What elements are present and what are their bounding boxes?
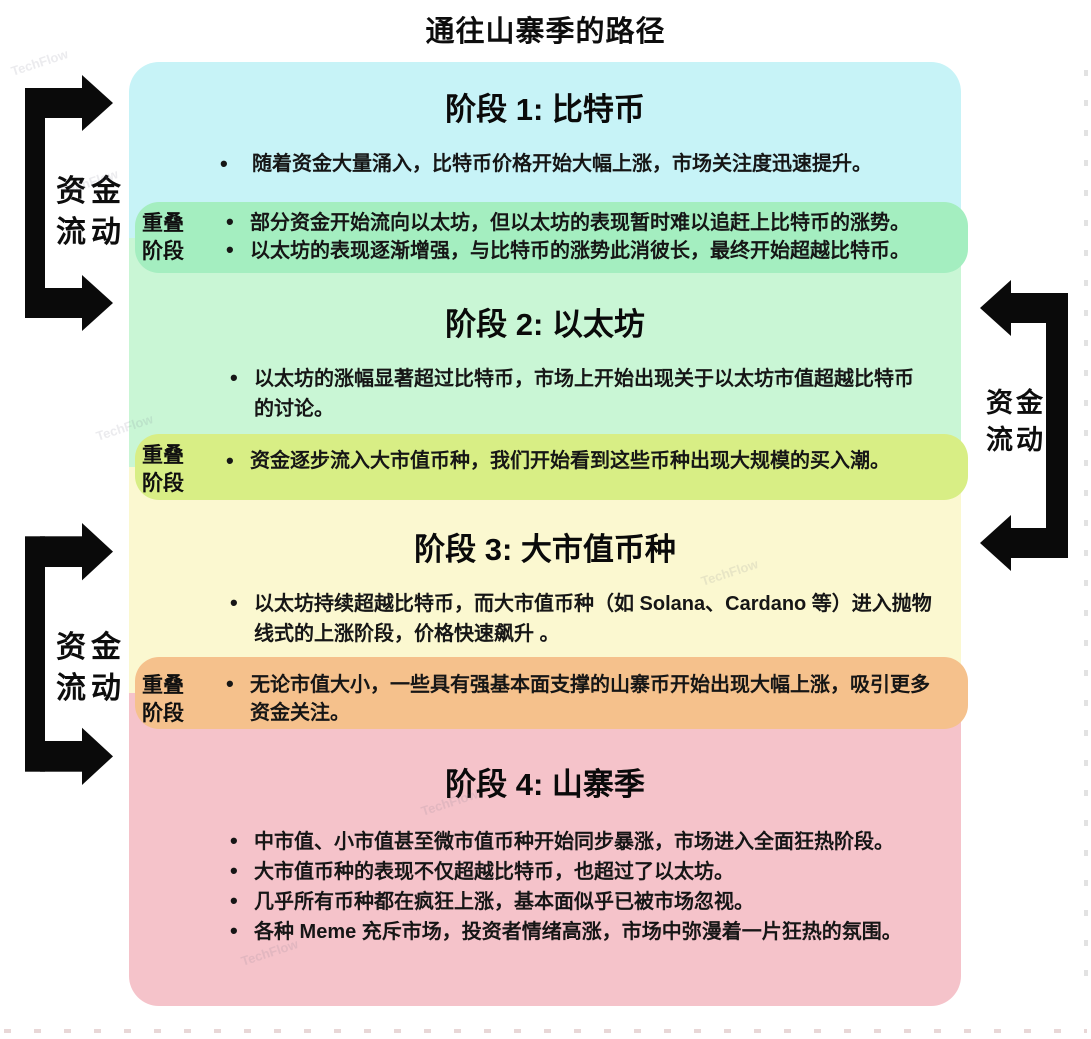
bullet-text: 几乎所有币种都在疯狂上涨，基本面似乎已被市场忽视。 <box>254 891 754 913</box>
stage-3-band <box>129 467 961 693</box>
overlap-label-line: 阶段 <box>142 702 184 725</box>
capital-flow-arrow-left-1 <box>25 75 113 331</box>
bullet-item: 以太坊持续超越比特币，而大市值币种（如 Solana、Cardano 等）进入抛… <box>228 588 932 649</box>
overlap-1-bullets: 部分资金开始流向以太坊，但以太坊的表现暂时难以追赶上比特币的涨势。 以太坊的表现… <box>224 208 948 265</box>
bullet-text: 中市值、小市值甚至微市值币种开始同步暴涨，市场进入全面狂热阶段。 <box>254 831 894 853</box>
overlap-label-line: 重叠 <box>142 212 184 235</box>
bottom-edge-ticks <box>4 1029 1087 1033</box>
flow-label-line: 资金 <box>56 631 126 664</box>
capital-flow-label-right: 资金 流动 <box>978 385 1054 459</box>
bullet-text: 以太坊的涨幅显著超过比特币，市场上开始出现关于以太坊市值超越比特币的讨论。 <box>254 368 914 420</box>
bullet-item: 以太坊的涨幅显著超过比特币，市场上开始出现关于以太坊市值超越比特币的讨论。 <box>228 363 932 424</box>
overlap-label-line: 阶段 <box>142 240 184 263</box>
flow-label-line: 资金 <box>986 388 1046 418</box>
overlap-label-line: 重叠 <box>142 674 184 697</box>
stage-2-band <box>129 238 961 467</box>
flow-label-line: 资金 <box>56 175 126 208</box>
bullet-item: 随着资金大量涌入，比特币价格开始大幅上涨，市场关注度迅速提升。 <box>218 149 872 179</box>
bullet-item: 大市值币种的表现不仅超越比特币，也超过了以太坊。 <box>228 856 942 887</box>
capital-flow-label-left-1: 资金 流动 <box>48 171 134 253</box>
bullet-text: 资金逐步流入大市值币种，我们开始看到这些币种出现大规模的买入潮。 <box>250 450 890 472</box>
bullet-item: 各种 Meme 充斥市场，投资者情绪高涨，市场中弥漫着一片狂热的氛围。 <box>228 916 942 947</box>
bullet-item: 以太坊的表现逐渐增强，与比特币的涨势此消彼长，最终开始超越比特币。 <box>224 236 948 265</box>
capital-flow-label-left-2: 资金 流动 <box>48 627 134 709</box>
bullet-text: 大市值币种的表现不仅超越比特币，也超过了以太坊。 <box>254 861 734 883</box>
overlap-2-bullets: 资金逐步流入大市值币种，我们开始看到这些币种出现大规模的买入潮。 <box>224 446 948 476</box>
flow-label-line: 流动 <box>986 425 1046 455</box>
stage-4-bullets: 中市值、小市值甚至微市值币种开始同步暴涨，市场进入全面狂热阶段。 大市值币种的表… <box>228 826 942 947</box>
stage-1-title: 阶段 1: 比特币 <box>445 92 645 127</box>
capital-flow-arrow-right <box>980 280 1068 571</box>
bullet-text: 无论市值大小，一些具有强基本面支撑的山寨币开始出现大幅上涨，吸引更多资金关注。 <box>250 674 930 724</box>
bullet-item: 资金逐步流入大市值币种，我们开始看到这些币种出现大规模的买入潮。 <box>224 446 948 476</box>
flow-label-line: 流动 <box>56 672 126 705</box>
stages-container <box>129 62 961 1006</box>
bullet-item: 无论市值大小，一些具有强基本面支撑的山寨币开始出现大幅上涨，吸引更多资金关注。 <box>224 670 930 727</box>
stage-3-bullets: 以太坊持续超越比特币，而大市值币种（如 Solana、Cardano 等）进入抛… <box>228 588 932 649</box>
bullet-item: 部分资金开始流向以太坊，但以太坊的表现暂时难以追赶上比特币的涨势。 <box>224 208 948 237</box>
overlap-label-line: 重叠 <box>142 444 184 467</box>
bullet-text: 各种 Meme 充斥市场，投资者情绪高涨，市场中弥漫着一片狂热的氛围。 <box>254 921 902 943</box>
bullet-text: 部分资金开始流向以太坊，但以太坊的表现暂时难以追赶上比特币的涨势。 <box>250 212 910 234</box>
stage-2-bullets: 以太坊的涨幅显著超过比特币，市场上开始出现关于以太坊市值超越比特币的讨论。 <box>228 363 932 424</box>
right-edge-ticks <box>1084 70 1088 980</box>
overlap-3-bullets: 无论市值大小，一些具有强基本面支撑的山寨币开始出现大幅上涨，吸引更多资金关注。 <box>224 670 930 727</box>
stage-4-title: 阶段 4: 山寨季 <box>445 767 645 802</box>
bullet-item: 中市值、小市值甚至微市值币种开始同步暴涨，市场进入全面狂热阶段。 <box>228 826 942 857</box>
overlap-label-1: 重叠 阶段 <box>142 210 200 266</box>
bullet-text: 以太坊持续超越比特币，而大市值币种（如 Solana、Cardano 等）进入抛… <box>254 593 932 645</box>
bullet-item: 几乎所有币种都在疯狂上涨，基本面似乎已被市场忽视。 <box>228 886 942 917</box>
watermark-text: TechFlow <box>9 46 70 79</box>
overlap-label-line: 阶段 <box>142 472 184 495</box>
capital-flow-arrow-left-2 <box>25 523 113 785</box>
bullet-text: 随着资金大量涌入，比特币价格开始大幅上涨，市场关注度迅速提升。 <box>252 153 872 175</box>
overlap-label-3: 重叠 阶段 <box>142 672 200 728</box>
stage-2-title: 阶段 2: 以太坊 <box>445 307 645 342</box>
bullet-text: 以太坊的表现逐渐增强，与比特币的涨势此消彼长，最终开始超越比特币。 <box>250 240 910 262</box>
flow-label-line: 流动 <box>56 216 126 249</box>
stage-3-title: 阶段 3: 大市值币种 <box>414 532 676 567</box>
stage-1-bullets: 随着资金大量涌入，比特币价格开始大幅上涨，市场关注度迅速提升。 <box>129 149 961 179</box>
page-title: 通往山寨季的路径 <box>425 16 666 48</box>
overlap-label-2: 重叠 阶段 <box>142 442 200 498</box>
